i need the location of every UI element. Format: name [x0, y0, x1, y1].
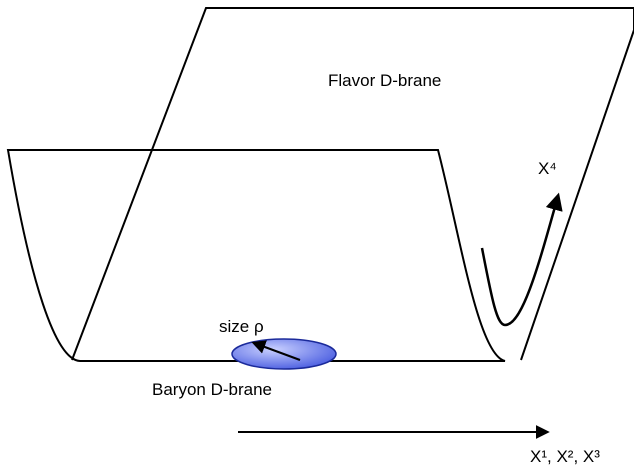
size-arrow — [251, 340, 301, 361]
flavor-brane-sheet — [71, 7, 634, 361]
x4-curved-arrow — [480, 192, 563, 327]
trough-outline — [6, 149, 506, 362]
baryon-brane-label: Baryon D-brane — [152, 380, 273, 399]
x123-label: X¹, X², X³ — [530, 447, 600, 466]
size-rho-label: size ρ — [219, 317, 264, 336]
x4-label: X⁴ — [538, 159, 557, 178]
flavor-brane-label: Flavor D-brane — [328, 71, 442, 90]
